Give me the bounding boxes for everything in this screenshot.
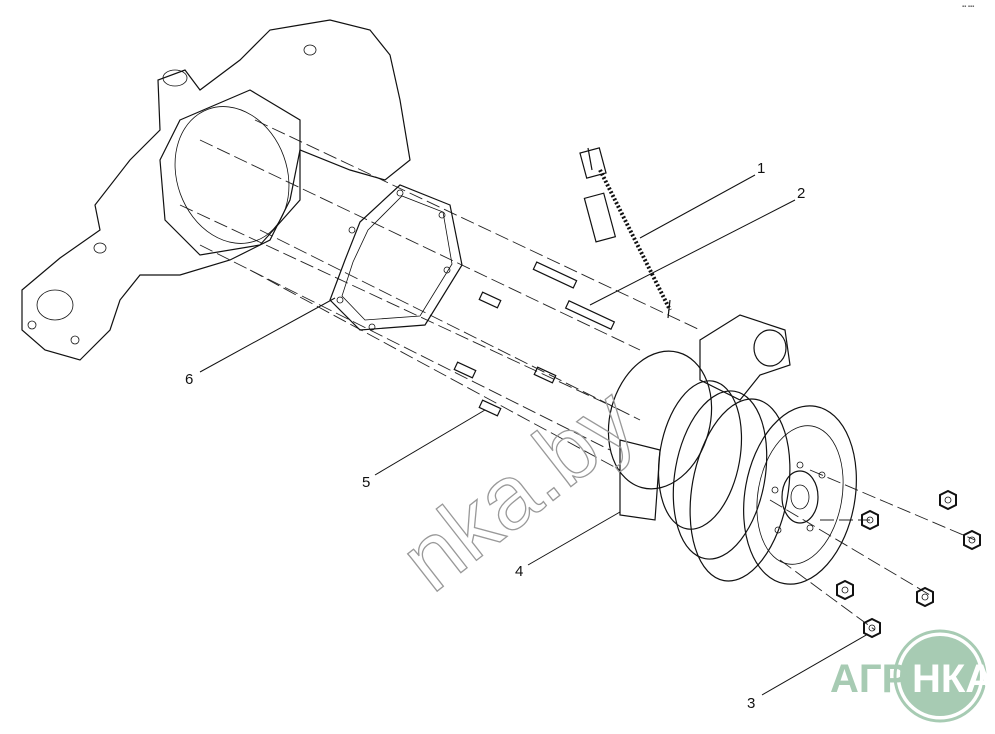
temperature-sensor [579,147,672,319]
callout-6: 6 [185,371,193,388]
studs [453,261,616,417]
callout-5: 5 [362,474,370,491]
gasket [329,184,463,331]
nuts [836,489,981,639]
callout-2: 2 [797,185,805,202]
logo-text-left: АГРО [830,657,939,701]
callout-1: 1 [757,160,765,177]
callout-4: 4 [515,563,523,580]
corner-mark: ▪▪ ▪▪▪ [962,4,974,10]
callout-3: 3 [747,695,755,712]
agronka-logo: АГРО НКА [830,629,994,723]
logo-text-right: НКА [912,657,994,701]
leader-lines [199,174,869,696]
water-pump [607,314,857,585]
assembly-axis-lines [179,119,976,631]
gear-housing [21,19,411,361]
